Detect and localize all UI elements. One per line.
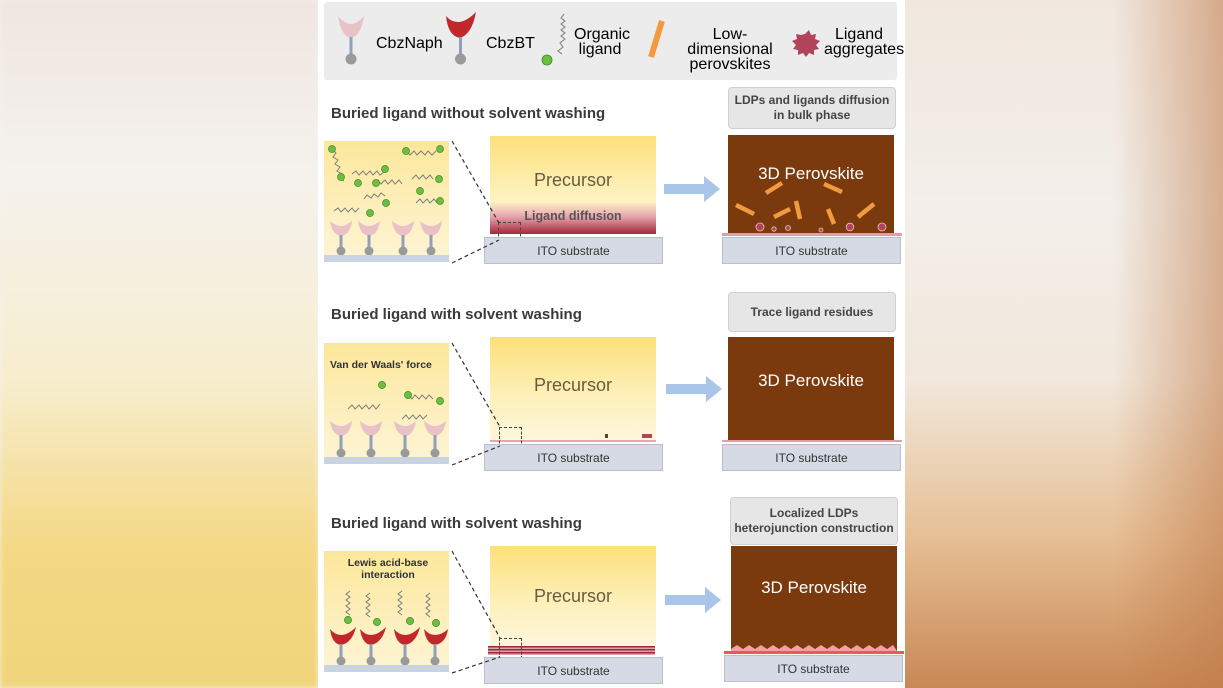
section-3-precursor-label: Precursor <box>533 586 613 606</box>
section-2-perovskite: 3D Perovskite <box>728 337 894 440</box>
section-1-product-substrate: ITO substrate <box>722 237 901 264</box>
section-3-precursor: Precursor <box>490 546 656 646</box>
section-2-callout: Trace ligand residues <box>728 292 896 332</box>
section-1-film-label: Ligand diffusion <box>524 209 622 223</box>
section-2-zoom-label: Van der Waals' force <box>330 359 432 371</box>
section-3-callout: Localized LDPs heterojunction constructi… <box>730 497 898 545</box>
section-3-buried-layer <box>724 651 904 654</box>
section-3-heterojunction <box>731 645 897 651</box>
section-1-diffusion-layer <box>490 202 656 234</box>
section-1-perovskite: 3D Perovskite <box>728 135 894 233</box>
section-2-arrow <box>666 376 722 402</box>
section-1-buried-layer <box>722 233 902 236</box>
section-2-precursor-label: Precursor <box>533 375 613 395</box>
section-3-zoom: Lewis acid-base interaction <box>324 551 449 672</box>
section-1-perovskite-label: 3D Perovskite <box>758 164 864 183</box>
section-2-trace-layer <box>490 440 656 442</box>
section-3-ldp-layers <box>488 646 655 655</box>
section-3-zoom-label: Lewis acid-base interaction <box>347 557 429 581</box>
section-1-precursor: Precursor Ligand diffusion <box>490 136 656 234</box>
section-2-residue-bar <box>642 434 652 438</box>
organic-ligand-icon <box>541 13 566 66</box>
section-3-zoom-substrate <box>324 665 449 672</box>
section-3-product-substrate: ITO substrate <box>724 655 903 682</box>
section-1-ldp-fragments <box>734 181 887 233</box>
background-right-blur <box>905 0 1223 688</box>
section-2-precursor: Precursor <box>490 337 656 440</box>
section-3-zoom-drawing <box>330 590 448 666</box>
section-3-arrow <box>665 587 721 613</box>
legend-aggregates: Ligand aggregates <box>824 26 905 58</box>
section-1-substrate: ITO substrate <box>484 237 663 264</box>
section-2-perovskite-label: 3D Perovskite <box>758 371 864 390</box>
section-2-residue-dot <box>605 434 608 438</box>
section-1-anchors <box>330 221 442 256</box>
ldp-icon <box>648 20 665 58</box>
section-2-zoom: Van der Waals' force <box>324 343 449 464</box>
legend-panel: CbzNaph CbzBT Organic ligand Low-dimensi… <box>324 2 905 80</box>
legend-organic-ligand: Organic ligand <box>574 26 631 58</box>
section-2-substrate: ITO substrate <box>484 444 663 471</box>
section-1-precursor-label: Precursor <box>533 170 613 190</box>
aggregate-icon <box>792 30 820 57</box>
background-left-blur <box>0 0 318 688</box>
section-2-product-substrate: ITO substrate <box>722 444 901 471</box>
section-3-perovskite: 3D Perovskite <box>731 546 897 651</box>
section-1-callout: LDPs and ligands diffusion in bulk phase <box>728 87 896 129</box>
section-3-title: Buried ligand with solvent washing <box>331 515 582 532</box>
schematic-figure: CbzNaph CbzBT Organic ligand Low-dimensi… <box>318 0 905 688</box>
section-2-buried-layer <box>722 440 902 442</box>
cbzbt-icon <box>446 12 476 65</box>
legend-icons <box>338 12 820 66</box>
cbznaph-icon <box>338 16 364 65</box>
section-1-zoom-drawing <box>328 145 444 256</box>
section-2-zoom-drawing <box>330 381 446 458</box>
legend-cbzbt: CbzBT <box>486 35 535 52</box>
zoom-connector-lines <box>451 140 501 674</box>
section-1-zoom-substrate <box>324 255 449 262</box>
legend-cbznaph: CbzNaph <box>376 35 443 52</box>
section-1-zoom <box>324 141 449 262</box>
section-3-perovskite-label: 3D Perovskite <box>761 578 867 597</box>
section-1-arrow <box>664 176 720 202</box>
section-3-substrate: ITO substrate <box>484 657 663 684</box>
section-2-zoom-substrate <box>324 457 449 464</box>
section-1-title: Buried ligand without solvent washing <box>331 105 606 122</box>
section-2-title: Buried ligand with solvent washing <box>331 306 582 323</box>
legend-ldp: Low-dimensional perovskites <box>687 26 773 73</box>
